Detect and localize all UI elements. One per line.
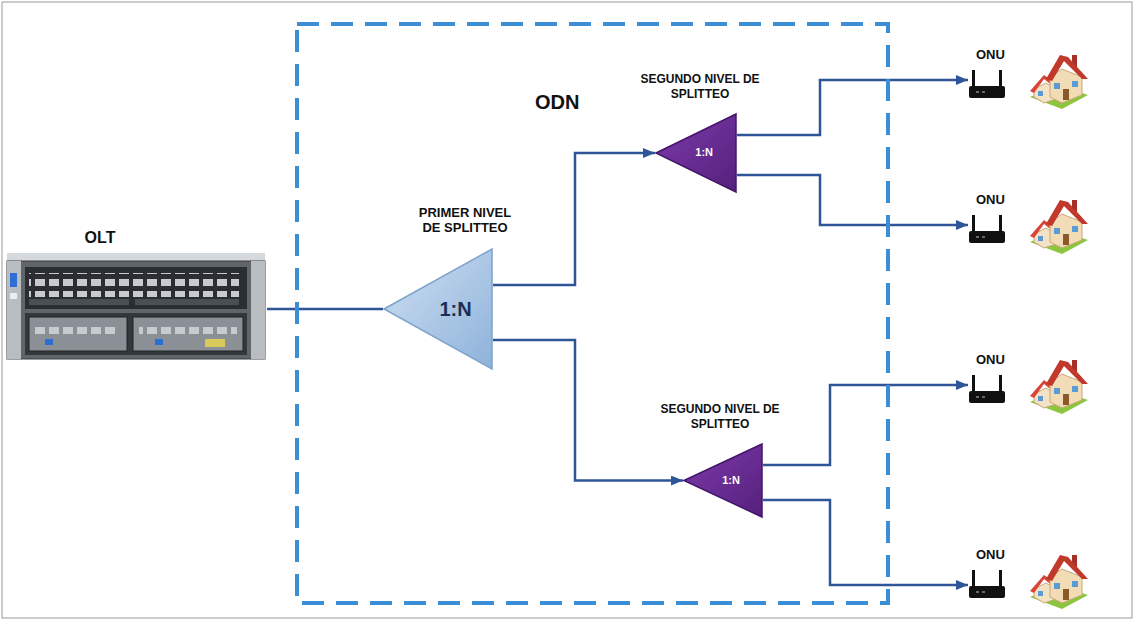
house-symbol: [1028, 190, 1090, 256]
router-symbol: [969, 70, 1005, 98]
device-label: ONU: [976, 192, 1005, 208]
odn-region: ODNPRIMER NIVEL DE SPLITTEO1:NSEGUNDO NI…: [295, 22, 890, 605]
onu-terminal: ONU: [968, 190, 1093, 258]
level-heading: SEGUNDO NIVEL DE SPLITTEO: [625, 72, 775, 101]
splitter-triangle: SEGUNDO NIVEL DE SPLITTEO1:N: [683, 443, 763, 518]
splitter-triangle: [384, 249, 492, 369]
olt-chassis: [7, 253, 265, 359]
router-symbol: [968, 375, 1006, 405]
odn-dashed-border: [295, 22, 890, 605]
router-symbol: [968, 70, 1006, 100]
splitter-triangle: [383, 248, 493, 370]
fiber-connector: [763, 385, 968, 465]
olt-chassis: [5, 253, 267, 361]
house-symbol: [1030, 360, 1088, 414]
splitter-triangle: [684, 444, 762, 517]
onu-terminal: ONU: [968, 45, 1093, 113]
split-ratio: 1:N: [439, 297, 471, 321]
router-symbol: [968, 215, 1006, 245]
device-label: OLT: [85, 228, 116, 247]
onu-terminal: ONU: [968, 350, 1093, 418]
house-symbol: [1030, 200, 1088, 254]
odn-dashed-border: [297, 24, 888, 603]
level-heading: PRIMER NIVEL DE SPLITTEO: [411, 205, 519, 236]
house-symbol: [1030, 555, 1088, 609]
region-label: ODN: [535, 90, 579, 114]
fiber-connector: [493, 340, 683, 481]
splitter-triangle: [656, 114, 736, 192]
router-symbol: [969, 375, 1005, 403]
device-label: ONU: [976, 47, 1005, 63]
splitter-triangle: PRIMER NIVEL DE SPLITTEO1:N: [383, 248, 493, 370]
fiber-connector: [737, 175, 968, 225]
router-symbol: [968, 570, 1006, 600]
onu-terminal: ONU: [968, 545, 1093, 613]
house-symbol: [1028, 545, 1090, 611]
level-heading: SEGUNDO NIVEL DE SPLITTEO: [645, 402, 795, 431]
split-ratio: 1:N: [695, 146, 713, 159]
fiber-connector: [493, 153, 655, 285]
device-label: ONU: [976, 352, 1005, 368]
fiber-connector: [267, 308, 383, 311]
house-symbol: [1028, 350, 1090, 416]
router-symbol: [969, 215, 1005, 243]
router-symbol: [969, 570, 1005, 598]
olt-device: OLT: [5, 228, 267, 363]
house-symbol: [1030, 55, 1088, 109]
house-symbol: [1028, 45, 1090, 111]
fiber-connector: [737, 80, 968, 135]
device-label: ONU: [976, 547, 1005, 563]
fiber-connector: [763, 500, 968, 585]
split-ratio: 1:N: [722, 474, 740, 487]
splitter-triangle: SEGUNDO NIVEL DE SPLITTEO1:N: [655, 113, 737, 193]
